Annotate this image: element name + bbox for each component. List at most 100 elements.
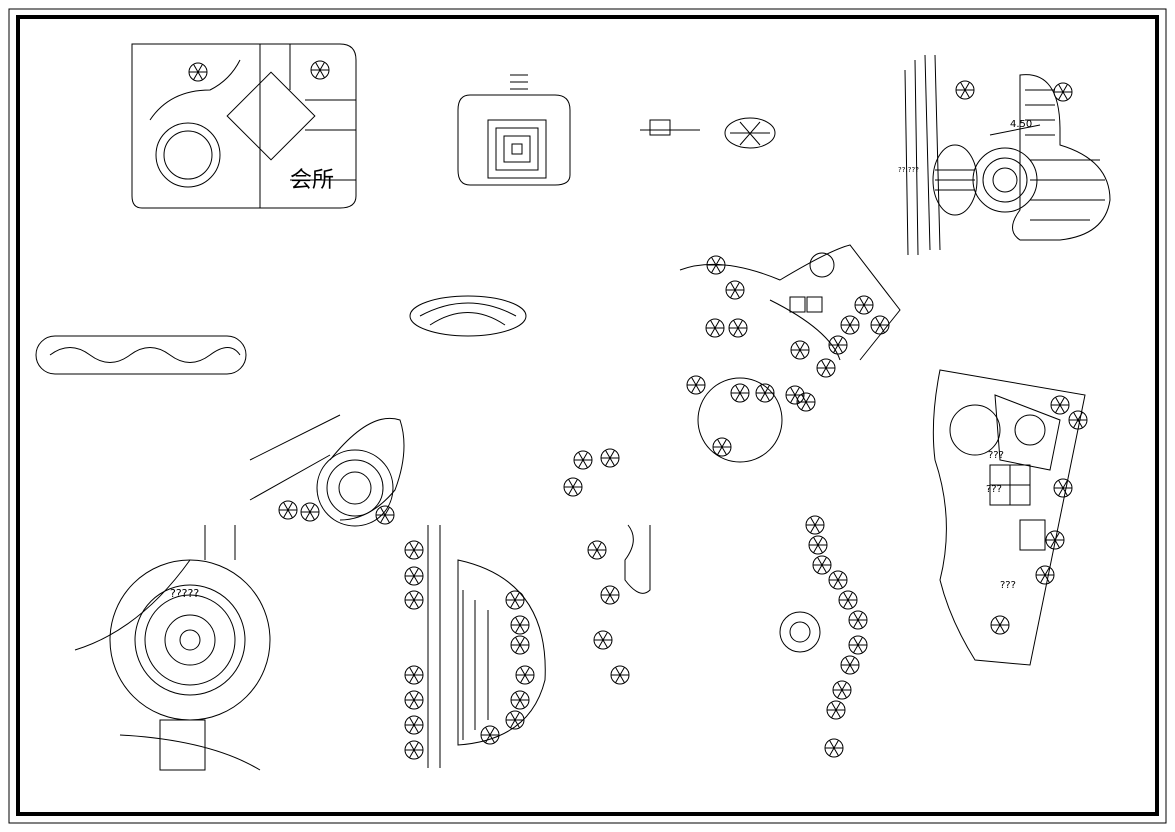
tree-spoke — [837, 336, 843, 346]
plan-roadside-plaza: 4.50 ??:??? — [898, 54, 1111, 256]
tree-spoke — [853, 636, 859, 646]
tree-spoke — [847, 591, 853, 601]
tree-spoke — [879, 324, 885, 334]
tree-spoke — [520, 674, 526, 684]
tree-spoke — [409, 575, 415, 585]
tree-spoke — [1044, 566, 1050, 576]
tree-spoke — [764, 384, 770, 394]
plan-park-cluster — [679, 244, 901, 463]
tree-spoke — [964, 81, 970, 91]
tree-spoke — [833, 747, 839, 757]
tree-spoke — [849, 316, 855, 326]
tree-spoke — [380, 514, 386, 524]
tree-spoke — [409, 541, 415, 551]
tree-spoke — [995, 624, 1001, 634]
tree-spoke — [835, 709, 841, 719]
plan-circular-terrace — [249, 414, 405, 527]
tree-spoke — [413, 716, 419, 726]
tree-spoke — [572, 486, 578, 496]
tree-spoke — [857, 619, 863, 629]
tree-spoke — [833, 579, 839, 589]
tree-spoke — [711, 256, 717, 266]
tree-spoke — [409, 666, 415, 676]
tree-spoke — [821, 564, 827, 574]
tree-spoke — [568, 486, 574, 496]
tree-spoke — [520, 666, 526, 676]
tree-spoke — [1062, 91, 1068, 101]
tree-spoke — [510, 591, 516, 601]
tree-spoke — [602, 639, 608, 649]
tree-spoke — [735, 392, 741, 402]
tree-symbols — [188, 60, 1088, 760]
tree-spoke — [485, 726, 491, 736]
tree-spoke — [710, 327, 716, 337]
tree-spoke — [283, 501, 289, 511]
tree-spoke — [596, 541, 602, 551]
tree-spoke — [592, 541, 598, 551]
tree-spoke — [515, 691, 521, 701]
tree-spoke — [790, 394, 796, 404]
tree-spoke — [794, 386, 800, 396]
outer-frame — [8, 8, 1167, 824]
tree-spoke — [764, 392, 770, 402]
tree-spoke — [799, 349, 805, 359]
tree-spoke — [578, 459, 584, 469]
tree-spoke — [309, 511, 315, 521]
tree-spoke — [739, 392, 745, 402]
tree-spoke — [714, 327, 720, 337]
tree-spoke — [287, 509, 293, 519]
tree-spoke — [598, 631, 604, 641]
tree-spoke — [734, 289, 740, 299]
plan-long-planting-strip — [35, 335, 247, 375]
tree-spoke — [193, 63, 199, 73]
tree-spoke — [409, 741, 415, 751]
tree-spoke — [605, 457, 611, 467]
tree-spoke — [1073, 411, 1079, 421]
tree-spoke — [964, 89, 970, 99]
tree-spoke — [857, 611, 863, 621]
tree-spoke — [739, 384, 745, 394]
tree-spoke — [409, 749, 415, 759]
tree-spoke — [831, 701, 837, 711]
tree-spoke — [510, 711, 516, 721]
tree-spoke — [843, 599, 849, 609]
tree-spoke — [875, 316, 881, 326]
tree-spoke — [1062, 83, 1068, 93]
tree-spoke — [841, 681, 847, 691]
tree-spoke — [999, 616, 1005, 626]
tree-spoke — [853, 644, 859, 654]
tree-spoke — [578, 451, 584, 461]
tree-spoke — [315, 61, 321, 71]
tree-spoke — [524, 674, 530, 684]
tree-spoke — [841, 689, 847, 699]
tree-spoke — [413, 741, 419, 751]
tree-spoke — [615, 666, 621, 676]
tree-spoke — [837, 344, 843, 354]
tree-spoke — [409, 567, 415, 577]
tree-spoke — [829, 739, 835, 749]
tree-spoke — [1059, 396, 1065, 406]
tree-spoke — [737, 327, 743, 337]
tree-spoke — [619, 666, 625, 676]
tree-spoke — [835, 701, 841, 711]
tree-spoke — [814, 516, 820, 526]
tree-spoke — [833, 739, 839, 749]
tree-spoke — [857, 644, 863, 654]
tree-spoke — [801, 401, 807, 411]
tree-spoke — [717, 446, 723, 456]
tree-spoke — [413, 549, 419, 559]
tree-spoke — [817, 536, 823, 546]
tree-spoke — [515, 636, 521, 646]
tree-spoke — [721, 438, 727, 448]
tree-spoke — [514, 711, 520, 721]
tree-spoke — [510, 719, 516, 729]
tree-spoke — [1058, 83, 1064, 93]
tree-spoke — [413, 674, 419, 684]
tree-spoke — [721, 446, 727, 456]
tree-spoke — [995, 616, 1001, 626]
tree-spoke — [572, 478, 578, 488]
tree-spoke — [413, 699, 419, 709]
tree-spoke — [409, 599, 415, 609]
tree-spoke — [711, 264, 717, 274]
tree-spoke — [519, 691, 525, 701]
